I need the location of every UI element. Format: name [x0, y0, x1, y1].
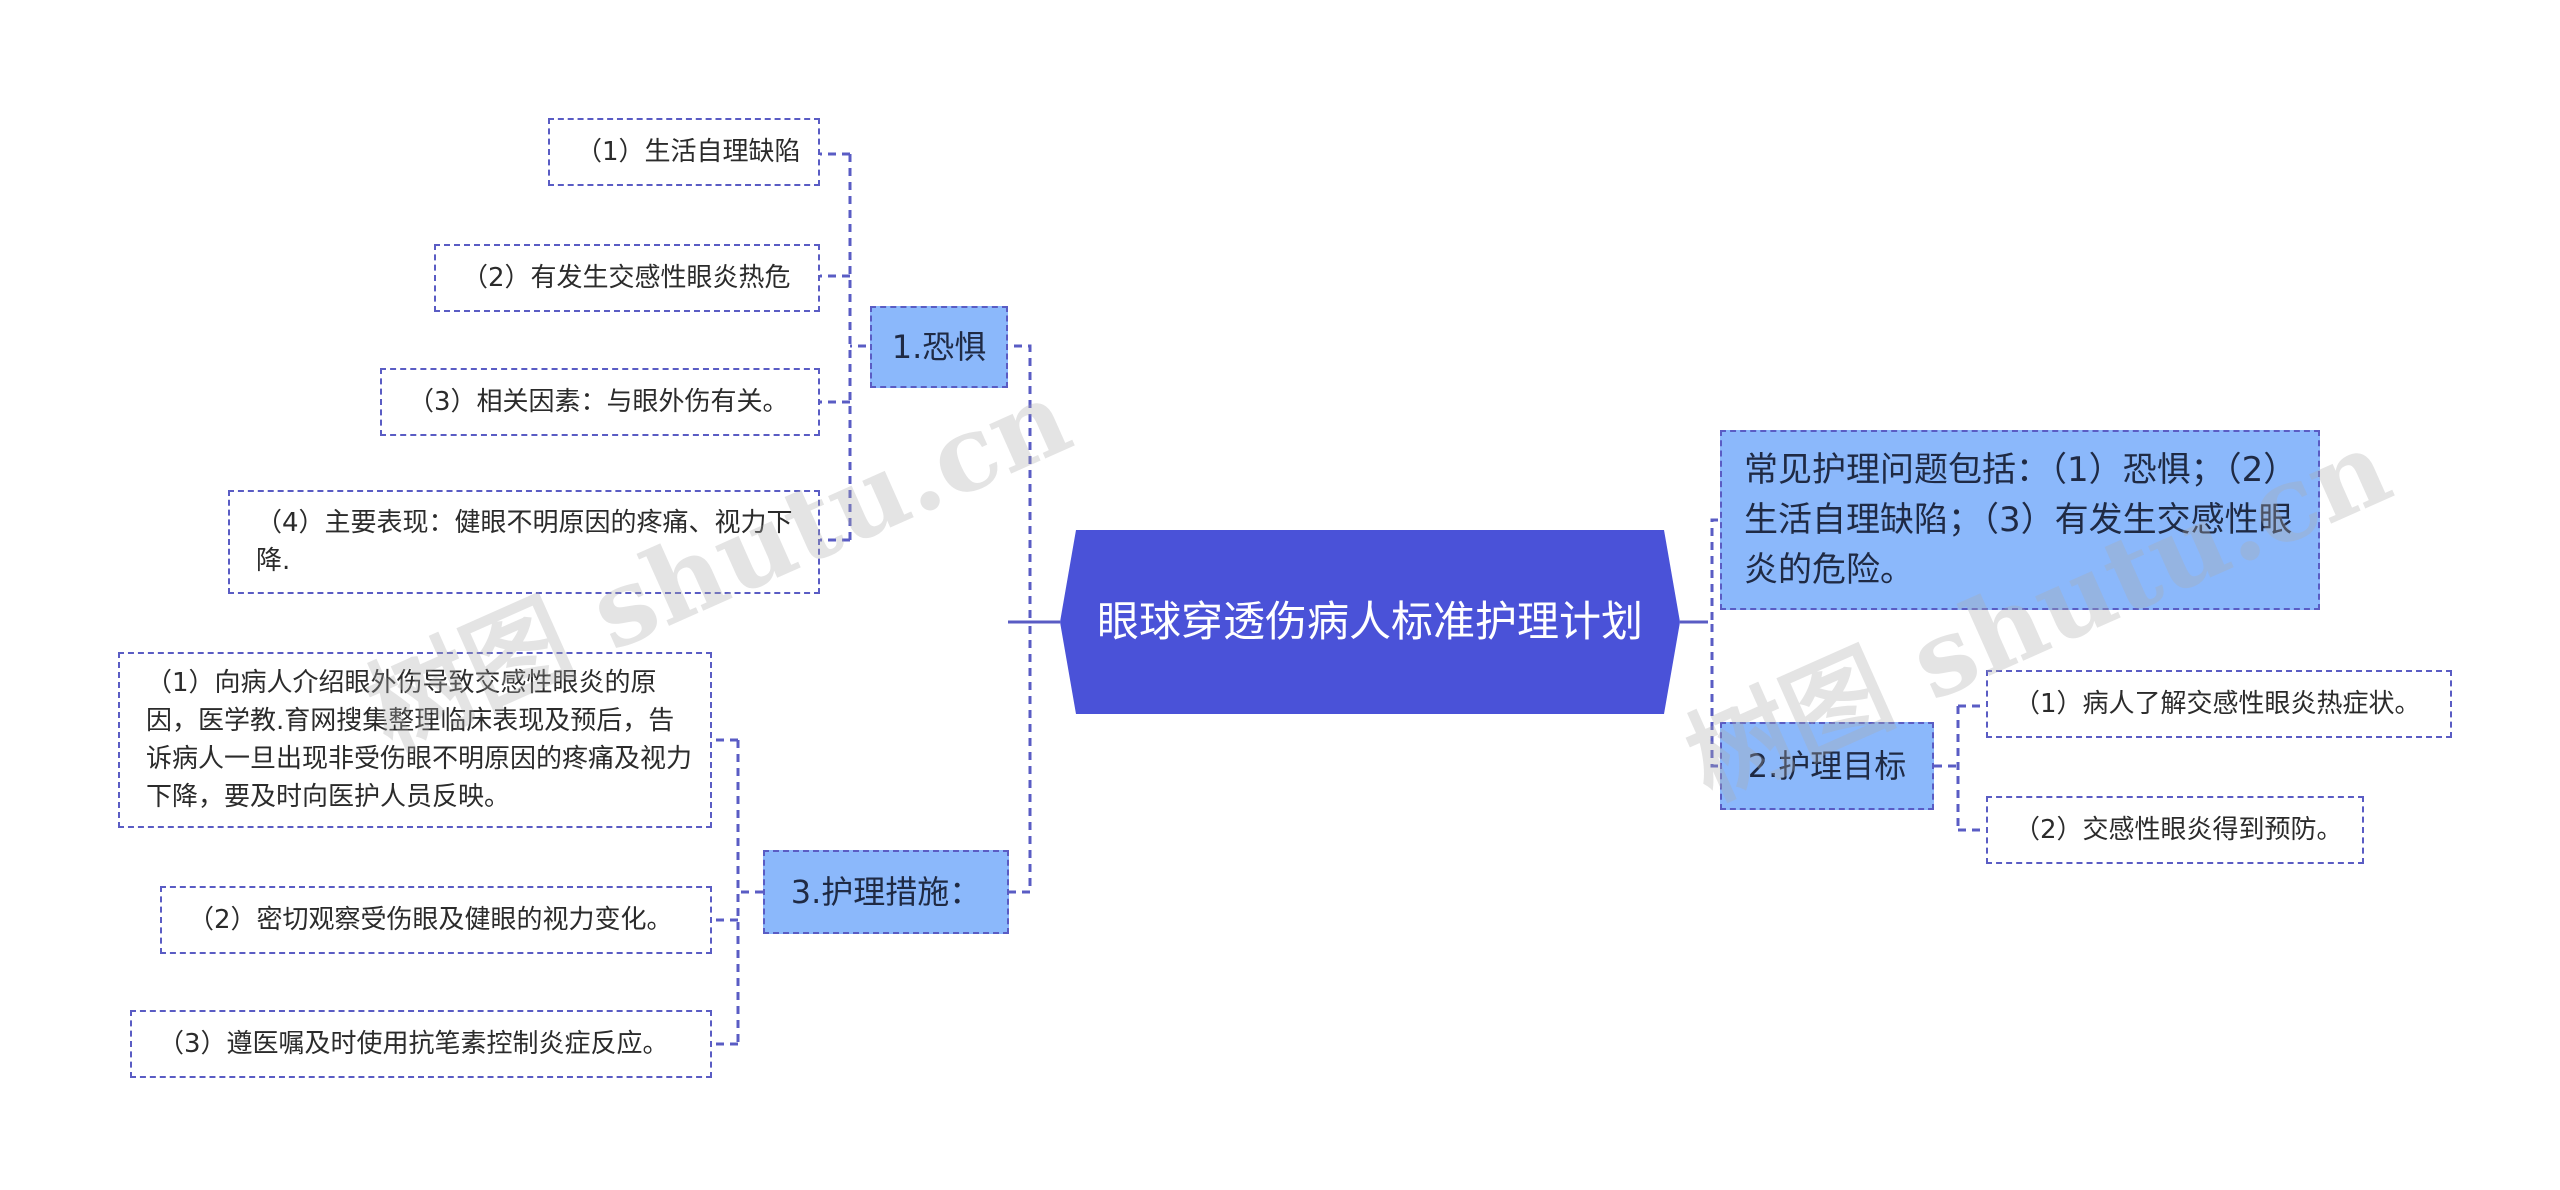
root-node[interactable]: 眼球穿透伤病人标准护理计划	[1060, 530, 1680, 714]
link-root-fear	[1005, 344, 1040, 624]
link-goals-items	[1934, 704, 1986, 832]
link-root-goals	[1700, 620, 1728, 768]
goals-item-2[interactable]: （2）交感性眼炎得到预防。	[1986, 796, 2364, 864]
branch-measures[interactable]: 3.护理措施：	[763, 850, 1009, 934]
goals-item-1[interactable]: （1）病人了解交感性眼炎热症状。	[1986, 670, 2452, 738]
branch-fear[interactable]: 1.恐惧	[870, 306, 1008, 388]
fear-item-2[interactable]: （2）有发生交感性眼炎热危	[434, 244, 820, 312]
root-title: 眼球穿透伤病人标准护理计划	[1096, 597, 1643, 646]
link-root-measures	[1005, 620, 1040, 894]
link-measures-items	[712, 738, 763, 1046]
link-fear-items	[820, 152, 866, 542]
problems-text: 常见护理问题包括：（1）恐惧；（2）生活自理缺陷；（3）有发生交感性眼炎的危险。	[1744, 450, 2293, 590]
branch-fear-label: 1.恐惧	[891, 328, 987, 366]
measures-item-2[interactable]: （2）密切观察受伤眼及健眼的视力变化。	[160, 886, 712, 954]
root-shape	[1060, 530, 1680, 714]
fear-item-4[interactable]: （4）主要表现：健眼不明原因的疼痛、视力下降.	[228, 490, 820, 594]
fear-item-3[interactable]: （3）相关因素：与眼外伤有关。	[380, 368, 820, 436]
branch-goals[interactable]: 2.护理目标	[1720, 722, 1934, 810]
branch-goals-label: 2.护理目标	[1747, 747, 1907, 785]
fear-item-1[interactable]: （1）生活自理缺陷	[548, 118, 820, 186]
measures-item-3[interactable]: （3）遵医嘱及时使用抗笔素控制炎症反应。	[130, 1010, 712, 1078]
branch-problems[interactable]: 常见护理问题包括：（1）恐惧；（2）生活自理缺陷；（3）有发生交感性眼炎的危险。	[1720, 430, 2320, 610]
branch-measures-label: 3.护理措施：	[790, 873, 982, 911]
measures-item-1[interactable]: （1）向病人介绍眼外伤导致交感性眼炎的原因，医学教.育网搜集整理临床表现及预后，…	[118, 652, 712, 828]
